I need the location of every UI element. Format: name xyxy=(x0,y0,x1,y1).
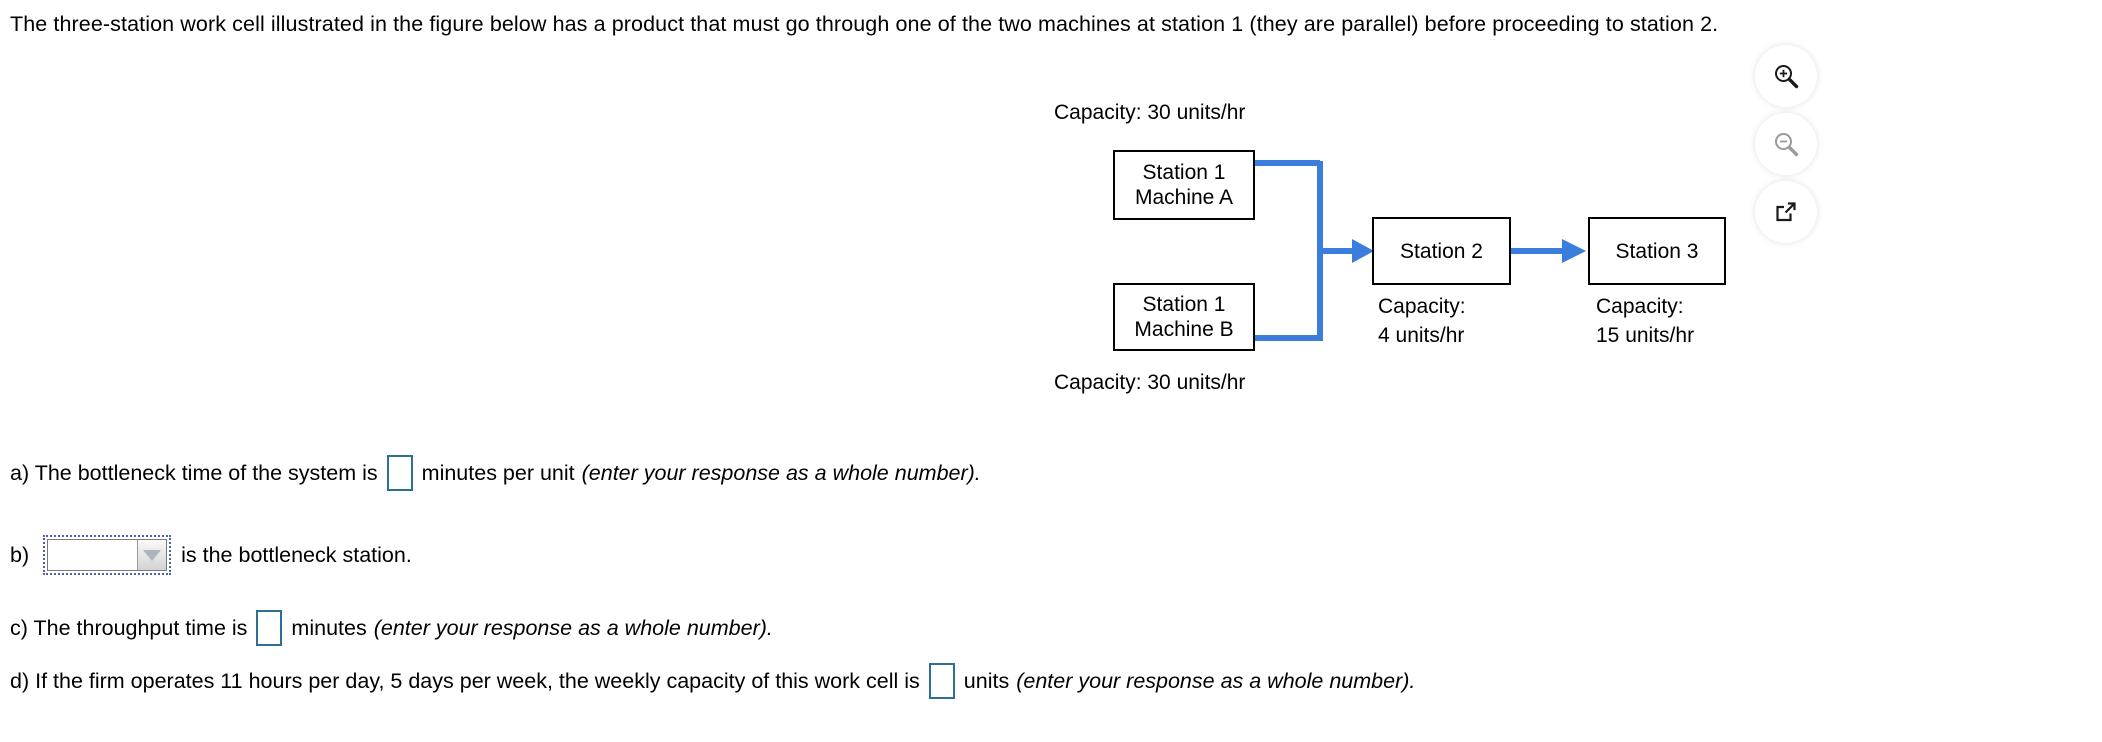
station-box-station-3: Station 3 xyxy=(1588,217,1726,285)
chevron-down-icon[interactable] xyxy=(137,540,167,570)
capacity-label-machine-b: Capacity: 30 units/hr xyxy=(1054,371,1246,394)
work-cell-diagram: Capacity: 30 units/hr Capacity: 30 units… xyxy=(1040,100,1780,400)
capacity-line1: Capacity: xyxy=(1378,295,1466,318)
triangle-glyph xyxy=(143,549,162,561)
station-box-machine-a: Station 1 Machine A xyxy=(1113,150,1255,220)
capacity-label-machine-a: Capacity: 30 units/hr xyxy=(1054,101,1246,124)
bottleneck-station-dropdown[interactable] xyxy=(43,535,172,575)
answer-a-prefix: a) The bottleneck time of the system is xyxy=(10,461,378,485)
answer-c-note: (enter your response as a whole number). xyxy=(373,616,773,640)
pop-out-button[interactable] xyxy=(1755,181,1817,243)
answer-d-note: (enter your response as a whole number). xyxy=(1016,669,1416,693)
capacity-label-station-3: Capacity: 15 units/hr xyxy=(1596,292,1694,350)
answer-line-a: a) The bottleneck time of the system is … xyxy=(10,455,981,491)
station-box-line1: Station 1 xyxy=(1142,293,1226,316)
station-box-line1: Station 2 xyxy=(1400,239,1483,263)
answer-b-suffix: is the bottleneck station. xyxy=(181,543,412,567)
zoom-in-icon xyxy=(1771,61,1801,91)
answer-d-prefix: d) If the firm operates 11 hours per day… xyxy=(10,669,920,693)
station-box-line1: Station 1 xyxy=(1142,161,1226,184)
answer-a-note: (enter your response as a whole number). xyxy=(581,461,981,485)
station-box-station-2: Station 2 xyxy=(1372,217,1511,285)
station-box-line2: Machine A xyxy=(1134,186,1234,209)
answer-line-c: c) The throughput time is minutes (enter… xyxy=(10,610,773,646)
answer-c-middle: minutes xyxy=(291,616,367,640)
dropdown-selected-value xyxy=(48,540,137,570)
answer-c-prefix: c) The throughput time is xyxy=(10,616,248,640)
answer-b-prefix: b) xyxy=(10,543,30,567)
capacity-label-station-2: Capacity: 4 units/hr xyxy=(1378,292,1466,350)
capacity-line2: 15 units/hr xyxy=(1596,324,1695,347)
station-box-machine-b: Station 1 Machine B xyxy=(1113,283,1255,351)
pop-out-icon xyxy=(1771,197,1801,227)
answer-c-input[interactable] xyxy=(256,610,283,646)
zoom-in-button[interactable] xyxy=(1755,45,1817,107)
zoom-out-icon xyxy=(1771,129,1801,159)
station-box-line1: Station 3 xyxy=(1615,239,1699,263)
figure-toolbar xyxy=(1755,45,1819,249)
answer-d-input[interactable] xyxy=(928,663,955,699)
capacity-line2: 4 units/hr xyxy=(1378,324,1465,347)
capacity-line1: Capacity: xyxy=(1596,295,1684,318)
zoom-out-button[interactable] xyxy=(1755,113,1817,175)
station-box-line2: Machine B xyxy=(1134,318,1234,341)
answer-d-middle: units xyxy=(963,669,1010,693)
dropdown-inner xyxy=(47,539,168,571)
answer-a-middle: minutes per unit xyxy=(421,461,575,485)
answer-a-input[interactable] xyxy=(386,455,413,491)
answer-line-d: d) If the firm operates 11 hours per day… xyxy=(10,663,1415,699)
question-prompt: The three-station work cell illustrated … xyxy=(10,12,1719,36)
answer-line-b: b) is the bottleneck station. xyxy=(10,535,412,575)
